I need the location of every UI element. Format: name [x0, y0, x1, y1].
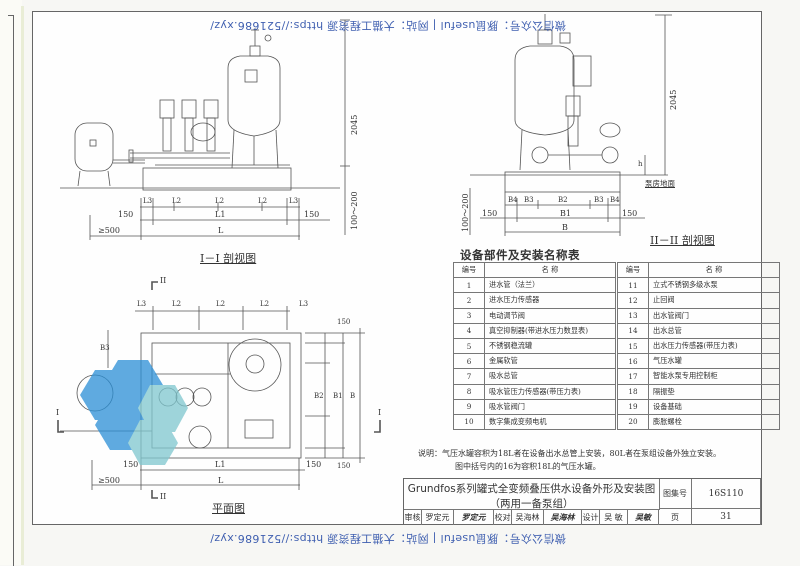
plan-dim-B2: B2 — [314, 392, 324, 400]
plan-dim-L2a: L2 — [172, 300, 182, 308]
equipment-foundation — [142, 167, 292, 191]
table-row: 3 电动调节阀 13 出水管阀门 — [453, 307, 780, 324]
header-no-b: 编号 — [617, 261, 649, 279]
plan-dim-L2b: L2 — [216, 300, 226, 308]
logo-watermark — [80, 360, 188, 465]
note-line-2: 图中括号内的16为容积18L的气压水罐。 — [455, 462, 601, 471]
plan-dim-150-left: 150 — [123, 460, 139, 469]
header-name-b: 名 称 — [648, 261, 780, 279]
section1-dim-L2a: L2 — [172, 197, 182, 205]
svg-text:2045: 2045 — [669, 90, 678, 110]
table-row: 1 进水管（法兰） 11 立式不锈钢多级水泵 — [453, 277, 780, 294]
section1-dim-L: L — [218, 226, 224, 235]
table-row: 8 吸水管压力传感器(带压力表) 18 隔振垫 — [453, 383, 780, 400]
section-1-title: I－I 剖视图 — [200, 252, 257, 265]
section2-dim-B4b: B4 — [610, 196, 620, 204]
stabilizer-tank-5-side — [514, 45, 575, 136]
section-2-title: II－II 剖视图 — [650, 234, 715, 247]
signature-row: 审核 罗定元 罗定元 校对 吴海林 吴海林 设计 吴 敏 吴敏 页 31 — [404, 509, 761, 525]
section2-dim-150-left: 150 — [482, 209, 498, 218]
table-row: 10 数字集成变频电机 20 膨胀螺栓 — [453, 413, 780, 431]
watermark-top: 微信公众号：豚鼠useful | 网站：大猫工程资源 https://52168… — [210, 19, 566, 32]
plan-dim-B3-left: B3 — [100, 344, 110, 352]
section1-dim-150-left: 150 — [118, 210, 134, 219]
check-label: 校对 — [494, 509, 512, 525]
section2-dim-B2: B2 — [558, 196, 568, 204]
binding-line — [21, 6, 24, 565]
atlas-label: 图集号 — [659, 479, 692, 509]
atlas-number: 16S110 — [692, 479, 761, 509]
plan-dim-L3b: L3 — [299, 300, 309, 308]
table-row: 4 真空抑制器(带进水压力数显表) 14 出水总管 — [453, 322, 780, 339]
svg-text:100～200: 100～200 — [350, 191, 359, 230]
section2-dim-B3a: B3 — [524, 196, 534, 204]
section2-h-label: h — [638, 160, 643, 168]
section1-dim-L2c: L2 — [258, 197, 268, 205]
plan-dim-150-bottom: 150 — [337, 462, 351, 470]
note: 说明：气压水罐容积为18L者在设备出水总管上安装，80L者在泵组设备外独立安装。… — [418, 447, 721, 473]
designer-name: 吴 敏 — [600, 509, 628, 525]
table-row: 5 不锈钢稳流罐 15 出水压力传感器(带压力表) — [453, 337, 780, 355]
section1-dim-L2b: L2 — [215, 197, 225, 205]
table-row: 2 进水压力传感器 12 止回阀 — [453, 292, 780, 309]
design-label: 设计 — [582, 509, 600, 525]
table-row: 7 吸水总管 17 智能水泵专用控制柜 — [453, 368, 780, 385]
plan-tank-5 — [228, 338, 282, 392]
section2-dim-B3b: B3 — [594, 196, 604, 204]
reviewer-signature: 罗定元 — [454, 509, 494, 525]
stabilizer-tank-5 — [227, 55, 281, 137]
plan-dim-150-right: 150 — [306, 460, 322, 469]
section1-dim-L1: L1 — [215, 210, 226, 219]
section2-dim-B1: B1 — [560, 209, 571, 218]
plan-dim-L1: L1 — [215, 460, 226, 469]
header-no-a: 编号 — [453, 261, 485, 279]
plan-dim-L2c: L2 — [260, 300, 270, 308]
checker-signature: 吴海林 — [544, 509, 582, 525]
plan-section-mark-right: I — [378, 408, 382, 417]
table-row: 9 吸水管阀门 19 设备基础 — [453, 398, 780, 415]
note-label: 说明： — [418, 449, 442, 458]
title-block: Grundfos系列罐式全变频叠压供水设备外形及安装图 （两用一备泵组） 图集号… — [403, 478, 762, 525]
section2-dim-150-right: 150 — [622, 209, 638, 218]
svg-text:100～200: 100～200 — [461, 193, 470, 232]
plan-dim-B1: B1 — [333, 392, 343, 400]
designer-signature: 吴敏 — [628, 509, 659, 525]
note-line-1: 气压水罐容积为18L者在设备出水总管上安装，80L者在泵组设备外独立安装。 — [442, 449, 721, 458]
parts-table: 编号 名 称 编号 名 称 1 进水管（法兰） 11 立式不锈钢多级水泵 2 进… — [453, 261, 780, 431]
plan-dim-150-top: 150 — [337, 318, 351, 326]
plan-section-mark-left: I — [56, 408, 60, 417]
section2-floor-label: 泵房地面 — [645, 179, 675, 188]
review-label: 审核 — [404, 509, 422, 525]
pressure-tank-16 — [74, 122, 114, 172]
table-row: 6 金属软管 16 气压水罐 — [453, 353, 780, 370]
checker-name: 吴海林 — [512, 509, 544, 525]
plan-dim-L: L — [218, 476, 224, 485]
reviewer-name: 罗定元 — [422, 509, 454, 525]
page-binding-margin — [0, 0, 22, 565]
plan-dim-L3a: L3 — [137, 300, 147, 308]
section1-dim-clearance: ≥500 — [98, 226, 120, 235]
watermark-bottom: 微信公众号：豚鼠useful | 网站：大猫工程资源 https://52168… — [210, 532, 566, 545]
plan-section-mark-top: II — [160, 276, 167, 285]
section1-dim-L3b: L3 — [289, 197, 299, 205]
page-label: 页 — [659, 509, 692, 525]
drawing-title: Grundfos系列罐式全变频叠压供水设备外形及安装图 （两用一备泵组） — [404, 479, 660, 510]
section2-dim-B: B — [562, 223, 568, 232]
section1-dim-L3a: L3 — [143, 197, 153, 205]
plan-section-mark-bottom: II — [160, 492, 167, 501]
plan-title: 平面图 — [212, 502, 245, 515]
header-name-a: 名 称 — [484, 261, 616, 279]
margin-mark — [8, 15, 14, 566]
plan-dim-clearance: ≥500 — [98, 476, 120, 485]
parts-table-title: 设备部件及安装名称表 — [460, 248, 580, 262]
section2-dim-B4a: B4 — [508, 196, 518, 204]
svg-text:2045: 2045 — [350, 115, 359, 135]
plan-dim-B: B — [350, 392, 356, 400]
section1-dim-150-right: 150 — [304, 210, 320, 219]
page-number: 31 — [692, 509, 761, 525]
